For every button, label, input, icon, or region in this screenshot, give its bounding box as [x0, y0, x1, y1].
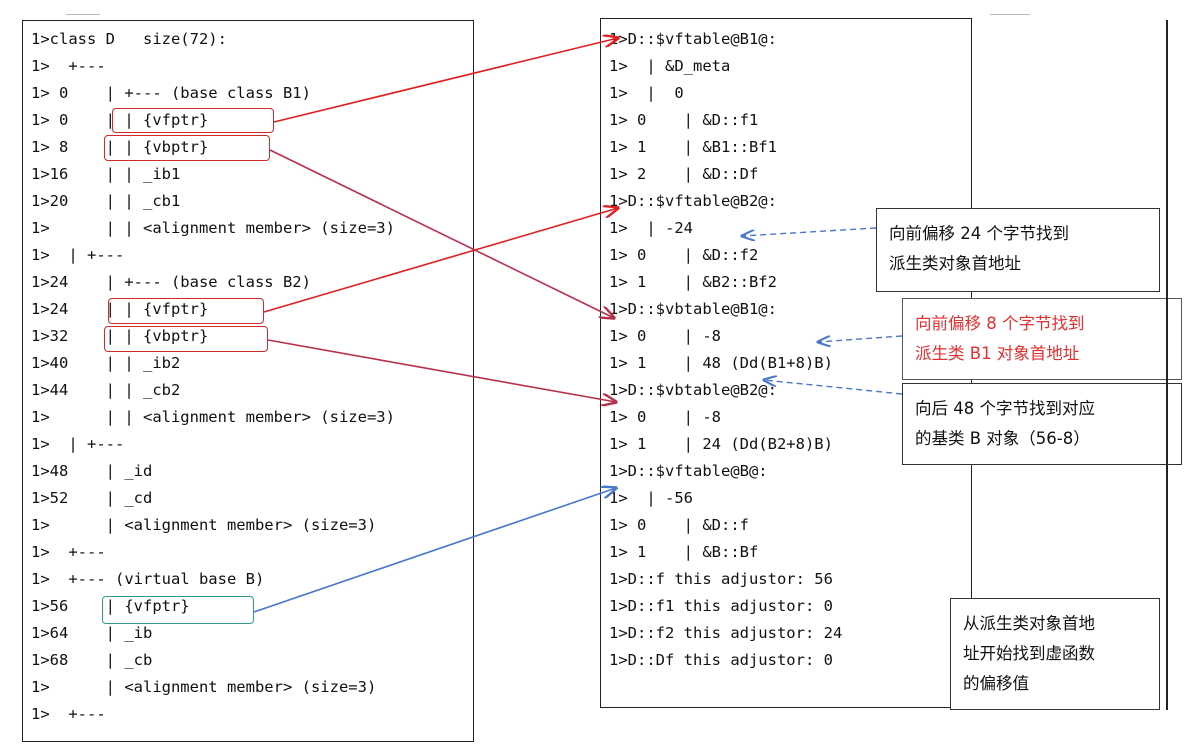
vtable-panel: 1>D::$vftable@B1@: 1> | &D_meta 1> | 0 1…: [600, 18, 972, 708]
note-line: 派生类对象首地址: [889, 254, 1021, 273]
vtable-line: 1>D::f this adjustor: 56: [609, 570, 833, 588]
note-line: 派生类 B1 对象首地址: [915, 344, 1080, 363]
vtable-line: 1> 0 | &D::f2: [609, 246, 759, 264]
note-line: 向前偏移 8 个字节找到: [915, 314, 1085, 333]
layout-line: 1> | +---: [31, 246, 125, 264]
vtable-line: 1>D::$vftable@B1@:: [609, 30, 777, 48]
layout-line: 1> +---: [31, 57, 106, 75]
note-line: 的偏移值: [963, 674, 1029, 693]
layout-line: 1> | +---: [31, 435, 125, 453]
note-offset-48: 向后 48 个字节找到对应 的基类 B 对象（56-8）: [902, 383, 1182, 465]
vfptr-b1-highlight: [112, 108, 274, 133]
vtable-line: 1> 0 | -8: [609, 327, 721, 345]
note-adjustor: 从派生类对象首地 址开始找到虚函数 的偏移值: [950, 598, 1160, 710]
vtable-line: 1>D::f2 this adjustor: 24: [609, 624, 843, 642]
vtable-line: 1> | -56: [609, 489, 693, 507]
layout-line: 1>24 | +--- (base class B2): [31, 273, 311, 291]
layout-line: 1> | | <alignment member> (size=3): [31, 219, 395, 237]
vbptr-b2-highlight: [104, 326, 268, 352]
vtable-line: 1> | &D_meta: [609, 57, 731, 75]
layout-line: 1>24 | | {vfptr}: [31, 300, 209, 318]
note-offset-24: 向前偏移 24 个字节找到 派生类对象首地址: [876, 208, 1160, 292]
vtable-line: 1>D::$vbtable@B2@:: [609, 381, 777, 399]
note-offset-8: 向前偏移 8 个字节找到 派生类 B1 对象首地址: [902, 298, 1182, 380]
vtable-line: 1> 1 | &B::Bf: [609, 543, 759, 561]
layout-line: 1>64 | _ib: [31, 624, 153, 642]
layout-line: 1> | | <alignment member> (size=3): [31, 408, 395, 426]
vtable-line: 1>D::f1 this adjustor: 0: [609, 597, 833, 615]
vtable-line: 1>D::Df this adjustor: 0: [609, 651, 833, 669]
layout-line: 1> 0 | +--- (base class B1): [31, 84, 311, 102]
layout-line: 1> 0 | | {vfptr}: [31, 111, 209, 129]
layout-line: 1>40 | | _ib2: [31, 354, 181, 372]
vtable-line: 1>D::$vbtable@B1@:: [609, 300, 777, 318]
layout-line: 1> +---: [31, 543, 106, 561]
vtable-line: 1> 1 | 48 (Dd(B1+8)B): [609, 354, 833, 372]
layout-line: 1> 8 | | {vbptr}: [31, 138, 209, 156]
layout-line: 1> +--- (virtual base B): [31, 570, 265, 588]
note-line: 向前偏移 24 个字节找到: [889, 224, 1069, 243]
note-line: 的基类 B 对象（56-8）: [915, 429, 1090, 448]
layout-line: 1>56 | {vfptr}: [31, 597, 190, 615]
layout-line: 1>48 | _id: [31, 462, 153, 480]
vfptr-b-highlight: [102, 596, 254, 624]
layout-line: 1> | <alignment member> (size=3): [31, 678, 377, 696]
note-line: 址开始找到虚函数: [963, 644, 1095, 663]
top-left-mark: [66, 14, 100, 15]
layout-line: 1>32 | | {vbptr}: [31, 327, 209, 345]
vtable-line: 1> 2 | &D::Df: [609, 165, 759, 183]
vtable-line: 1> 1 | 24 (Dd(B2+8)B): [609, 435, 833, 453]
layout-line: 1> +---: [31, 705, 106, 723]
layout-line: 1> | <alignment member> (size=3): [31, 516, 377, 534]
vfptr-b2-highlight: [108, 298, 264, 324]
layout-line: 1>class D size(72):: [31, 30, 227, 48]
vtable-line: 1> | -24: [609, 219, 693, 237]
layout-line: 1>20 | | _cb1: [31, 192, 181, 210]
vtable-line: 1>D::$vftable@B@:: [609, 462, 768, 480]
layout-line: 1>52 | _cd: [31, 489, 153, 507]
vtable-line: 1> 1 | &B1::Bf1: [609, 138, 777, 156]
vtable-line: 1>D::$vftable@B2@:: [609, 192, 777, 210]
vbptr-b1-highlight: [104, 135, 270, 161]
vtable-line: 1> 0 | &D::f1: [609, 111, 759, 129]
right-edge-rule: [1166, 20, 1168, 710]
vtable-line: 1> 0 | &D::f: [609, 516, 749, 534]
vtable-line: 1> 1 | &B2::Bf2: [609, 273, 777, 291]
vtable-line: 1> 0 | -8: [609, 408, 721, 426]
layout-line: 1>16 | | _ib1: [31, 165, 181, 183]
vtable-line: 1> | 0: [609, 84, 684, 102]
note-line: 从派生类对象首地: [963, 614, 1095, 633]
layout-line: 1>44 | | _cb2: [31, 381, 181, 399]
layout-line: 1>68 | _cb: [31, 651, 153, 669]
top-right-mark: [990, 14, 1030, 15]
note-line: 向后 48 个字节找到对应: [915, 399, 1095, 418]
